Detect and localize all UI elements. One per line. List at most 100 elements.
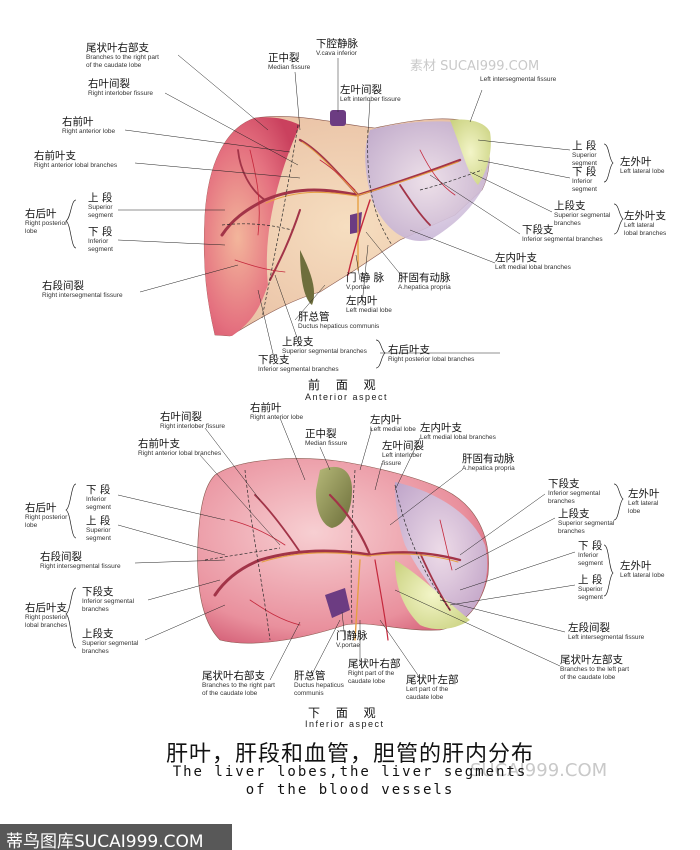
label-en: Inferior segmental branches — [522, 236, 603, 244]
label-zh: 左外叶支 — [624, 210, 666, 222]
label-en: Right anterior lobe — [250, 414, 304, 422]
label-en: Left medial lobe — [370, 426, 416, 434]
label-en: Inferior segmental branches — [258, 366, 339, 374]
label-zh: 肝总管 — [298, 311, 330, 323]
anterior-leader-lines — [117, 54, 571, 363]
anterior-brackets — [65, 143, 624, 369]
label-en: Median fissure — [305, 440, 348, 448]
label-zh: 上段支 — [282, 336, 314, 348]
inferior-view-en: Inferior aspect — [305, 719, 385, 729]
label-zh: 下腔静脉 — [316, 38, 358, 50]
label-zh: 右后叶 — [25, 208, 57, 220]
label-en: Left intersegmental fissure — [568, 634, 645, 642]
label-zh: 左段间裂 — [568, 622, 610, 634]
label-a-left-interseg: Left intersegmental fissure — [480, 76, 556, 83]
label-zh: 下 段 — [578, 540, 603, 552]
label-zh: 左内叶支 — [495, 252, 537, 264]
anterior-view-zh: 前 面 观 — [308, 378, 382, 392]
label-zh: 左外叶 — [620, 560, 652, 572]
label-zh: 肝总管 — [294, 670, 326, 682]
label-zh: 上段支 — [558, 508, 590, 520]
label-zh: 下 段 — [86, 484, 111, 496]
label-zh: 上段支 — [554, 200, 586, 212]
label-zh: 左内叶 — [346, 295, 378, 307]
label-zh: 左内叶 — [370, 414, 402, 426]
label-zh: 肝固有动脉 — [462, 453, 515, 465]
label-zh: 上 段 — [88, 192, 113, 204]
label-zh: 右前叶 — [62, 116, 94, 128]
label-en: A.hepatica propria — [462, 465, 515, 473]
label-zh: 左外叶 — [620, 156, 652, 168]
label-en: Right anterior lobal branches — [34, 162, 118, 170]
label-zh: 右后叶支 — [388, 344, 430, 356]
label-en: Right intersegmental fissure — [40, 563, 121, 571]
label-zh: 下段支 — [548, 478, 580, 490]
label-zh: 左外叶 — [628, 488, 660, 500]
label-zh: 上 段 — [572, 140, 597, 152]
label-zh: 正中裂 — [268, 52, 300, 64]
label-en: Right intersegmental fissure — [42, 292, 123, 300]
label-zh: 下段支 — [522, 224, 554, 236]
label-zh: 右前叶支 — [138, 438, 180, 450]
label-zh: 肝固有动脉 — [398, 272, 451, 284]
label-en: Left medial lobe — [346, 307, 392, 315]
label-zh: 下 段 — [572, 166, 597, 178]
inferior-liver — [197, 458, 489, 644]
label-zh: 右前叶支 — [34, 150, 76, 162]
label-zh: 上 段 — [86, 515, 111, 527]
label-zh: 门静脉 — [336, 630, 368, 642]
label-zh: 右后叶 — [25, 502, 57, 514]
title-zh: 肝叶，肝段和血管，胆管的肝内分布 — [165, 742, 534, 767]
label-en: Left lateral lobe — [620, 168, 665, 176]
label-zh: 右叶间裂 — [160, 411, 202, 423]
label-zh: 尾状叶右部支 — [86, 42, 149, 54]
label-zh: 右段间裂 — [42, 280, 84, 292]
inferior-brackets — [65, 483, 624, 649]
label-en: Right anterior lobe — [62, 128, 116, 136]
label-zh: 右叶间裂 — [88, 78, 130, 90]
